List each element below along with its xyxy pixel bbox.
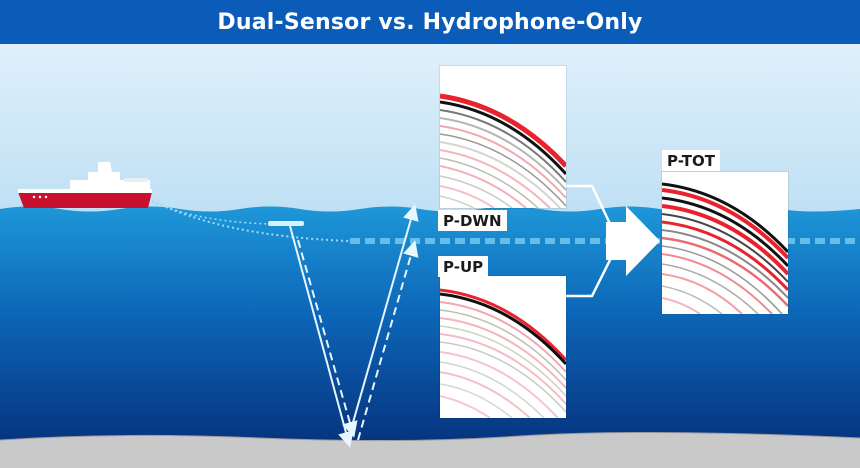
ray-paths (289, 204, 419, 448)
merge-connectors (566, 184, 614, 298)
p-up-panel (440, 276, 566, 418)
p-total-label: P-TOT (662, 150, 720, 171)
p-up-wavefield (440, 276, 566, 418)
p-down-label: P-DWN (438, 210, 507, 231)
p-down-panel (440, 66, 566, 208)
sea (0, 206, 860, 440)
p-total-panel (662, 172, 788, 314)
p-down-wavefield (440, 66, 566, 208)
seabed (0, 432, 860, 468)
p-up-label: P-UP (438, 256, 489, 277)
ship-icon (18, 162, 152, 208)
p-total-wavefield (662, 172, 788, 314)
source-float (268, 221, 304, 226)
merge-arrow-icon (606, 206, 660, 276)
page-title: Dual-Sensor vs. Hydrophone-Only (0, 0, 860, 44)
